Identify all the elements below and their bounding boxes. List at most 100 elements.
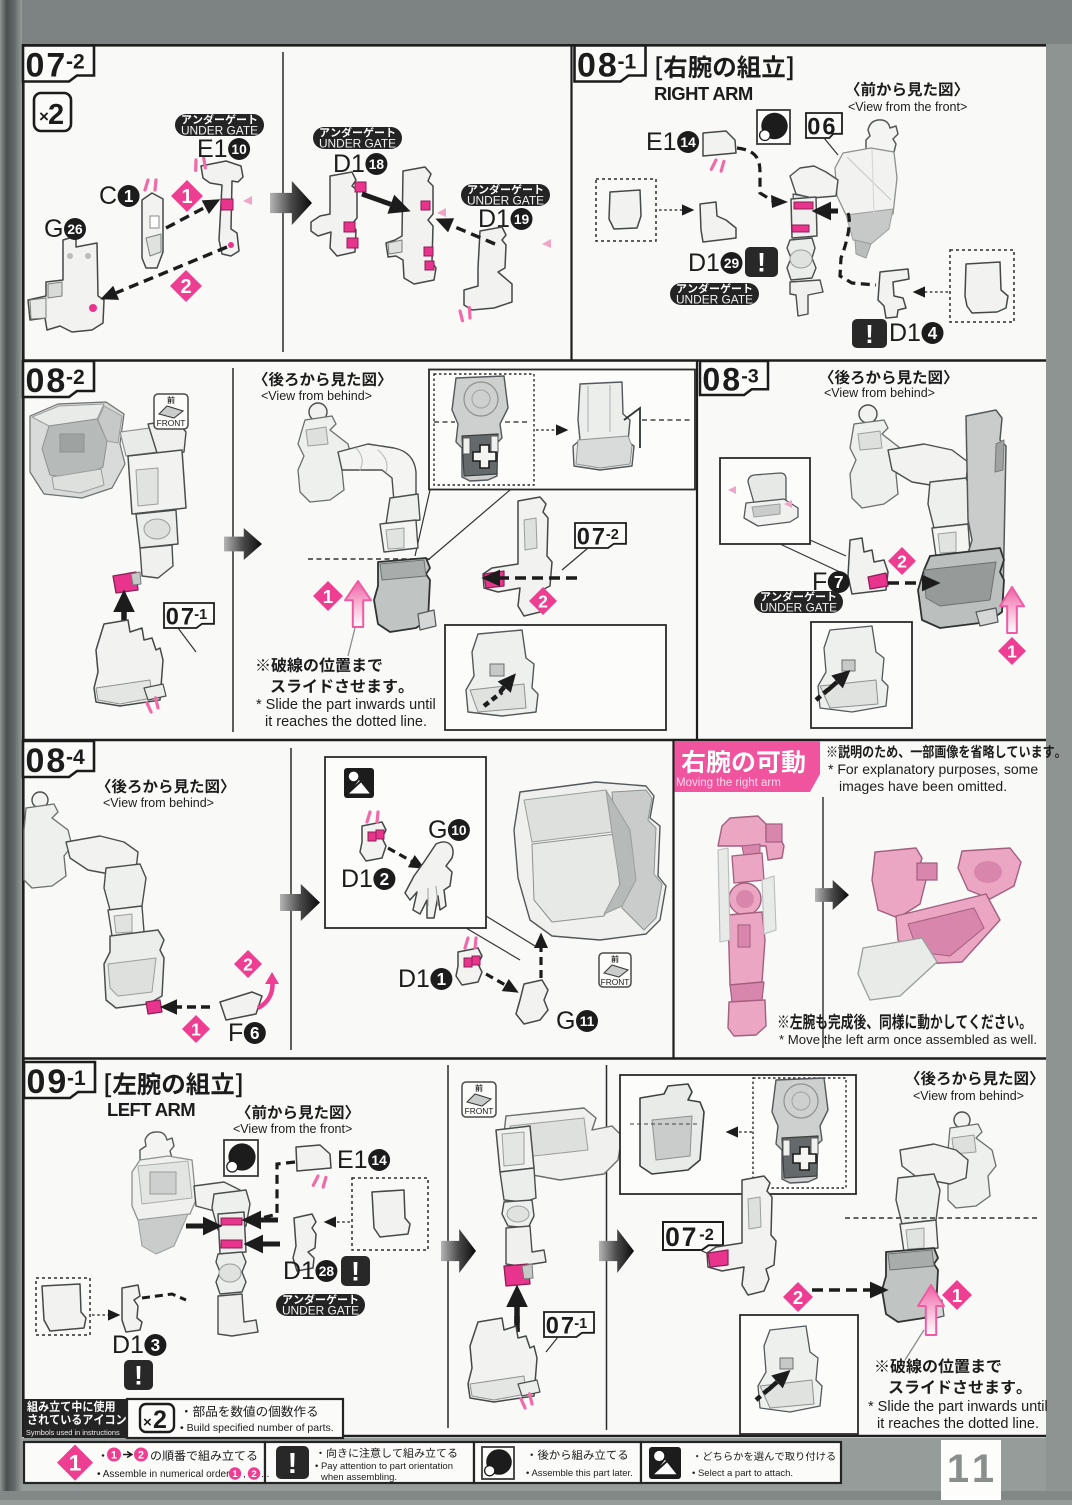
svg-text:RIGHT ARM: RIGHT ARM	[654, 83, 753, 104]
svg-text:2: 2	[897, 551, 907, 571]
svg-text:D1: D1	[889, 319, 921, 347]
svg-text:Symbols used in instructions: Symbols used in instructions	[26, 1428, 120, 1437]
svg-text:FRONT: FRONT	[465, 1106, 494, 1116]
svg-text:D1: D1	[112, 1331, 144, 1359]
svg-text:-1: -1	[574, 1316, 587, 1332]
svg-text:E1: E1	[197, 135, 228, 163]
svg-text:C: C	[99, 182, 117, 210]
svg-text:<View from behind>: <View from behind>	[103, 796, 214, 810]
svg-text:!: !	[288, 1448, 298, 1480]
svg-text:08: 08	[26, 362, 68, 400]
svg-text:UNDER GATE: UNDER GATE	[676, 293, 753, 307]
svg-text:×: ×	[39, 107, 49, 126]
svg-text:07: 07	[577, 525, 607, 551]
svg-text:,: ,	[243, 1469, 246, 1480]
svg-text:29: 29	[724, 256, 740, 271]
svg-text:07: 07	[665, 1222, 698, 1252]
svg-text:!: !	[134, 1361, 143, 1391]
svg-text:D1: D1	[398, 965, 430, 993]
svg-text:UNDER GATE: UNDER GATE	[467, 194, 544, 208]
svg-text:2: 2	[793, 1287, 803, 1308]
svg-text:<View from the front>: <View from the front>	[848, 100, 967, 114]
svg-text:18: 18	[369, 157, 385, 172]
svg-text:it reaches the dotted line.: it reaches the dotted line.	[877, 1416, 1039, 1432]
svg-text:11: 11	[580, 1014, 595, 1029]
svg-text:• Pay attention to part orient: • Pay attention to part orientation	[315, 1461, 453, 1472]
svg-text:* Slide the part inwards until: * Slide the part inwards until	[256, 697, 436, 713]
svg-text:E1: E1	[337, 1146, 368, 1174]
svg-text:08: 08	[577, 47, 619, 85]
svg-text:D1: D1	[283, 1257, 315, 1285]
svg-text:1: 1	[972, 1447, 994, 1491]
svg-text:<View from the front>: <View from the front>	[233, 1122, 352, 1136]
svg-text:F: F	[228, 1019, 243, 1047]
svg-text:1: 1	[323, 586, 333, 607]
svg-text:UNDER GATE: UNDER GATE	[181, 124, 258, 138]
svg-text:-1: -1	[618, 51, 637, 74]
svg-text:3: 3	[151, 1336, 161, 1355]
svg-text:!: !	[865, 321, 874, 349]
svg-text:2: 2	[138, 1449, 144, 1461]
svg-text:07: 07	[166, 605, 196, 631]
svg-text:D1: D1	[341, 865, 373, 893]
svg-text:!: !	[351, 1257, 360, 1287]
svg-text:2: 2	[538, 591, 548, 611]
svg-text:• Assemble in numerical order: • Assemble in numerical order	[97, 1469, 230, 1480]
svg-text:• Assemble this part later.: • Assemble this part later.	[526, 1468, 633, 1479]
svg-text:10: 10	[451, 823, 467, 838]
svg-text:14: 14	[371, 1153, 387, 1168]
svg-text:1: 1	[1007, 641, 1017, 661]
svg-text:09: 09	[27, 1063, 69, 1101]
svg-text:06: 06	[807, 115, 837, 141]
svg-text:G: G	[428, 816, 447, 844]
svg-text:2: 2	[251, 1469, 256, 1480]
svg-text:7: 7	[834, 573, 844, 592]
svg-text:07: 07	[26, 47, 68, 85]
svg-text:* Move the left arm once assem: * Move the left arm once assembled as we…	[779, 1032, 1037, 1047]
svg-text:1: 1	[437, 970, 447, 989]
svg-text:G: G	[556, 1007, 575, 1035]
svg-text:it reaches the dotted line.: it reaches the dotted line.	[265, 714, 427, 730]
svg-text:UNDER GATE: UNDER GATE	[760, 601, 837, 615]
svg-text:images have been omitted.: images have been omitted.	[839, 778, 1007, 794]
svg-text:1: 1	[191, 1019, 201, 1039]
svg-text:-2: -2	[66, 366, 85, 389]
svg-text:-2: -2	[606, 527, 619, 543]
svg-text:• Build specified number of pa: • Build specified number of parts.	[180, 1422, 334, 1434]
svg-text:19: 19	[514, 212, 530, 227]
svg-text:* Slide the part inwards until: * Slide the part inwards until	[868, 1399, 1048, 1415]
svg-text:×: ×	[143, 1414, 152, 1431]
svg-text:D1: D1	[688, 249, 720, 277]
svg-text:LEFT ARM: LEFT ARM	[107, 1099, 195, 1120]
svg-text:10: 10	[231, 142, 247, 157]
svg-text:<View from behind>: <View from behind>	[824, 386, 935, 400]
svg-text:G: G	[44, 215, 63, 243]
svg-text:Moving the right arm: Moving the right arm	[676, 777, 781, 789]
svg-text:FRONT: FRONT	[601, 977, 630, 987]
svg-text:F: F	[812, 568, 827, 596]
svg-text:-2: -2	[699, 1226, 713, 1244]
svg-text:-1: -1	[67, 1067, 86, 1090]
svg-text:<View from behind>: <View from behind>	[261, 389, 372, 403]
svg-text:1: 1	[181, 186, 192, 208]
svg-text:FRONT: FRONT	[157, 418, 186, 428]
svg-text:UNDER GATE: UNDER GATE	[319, 137, 396, 151]
svg-text:2: 2	[180, 276, 191, 298]
svg-text:2: 2	[48, 99, 64, 131]
svg-text:26: 26	[67, 222, 83, 237]
svg-text:2: 2	[380, 870, 390, 889]
svg-text:-4: -4	[66, 746, 85, 769]
svg-text:* For explanatory purposes, so: * For explanatory purposes, some	[828, 761, 1038, 777]
svg-text:1: 1	[232, 1469, 238, 1480]
svg-text:...: ...	[261, 1469, 269, 1480]
svg-text:6: 6	[250, 1024, 260, 1043]
svg-text:!: !	[757, 248, 766, 278]
svg-text:-1: -1	[194, 607, 207, 623]
svg-text:<View from behind>: <View from behind>	[913, 1089, 1024, 1103]
svg-text:14: 14	[680, 135, 696, 150]
svg-text:07: 07	[546, 1314, 576, 1340]
svg-text:4: 4	[928, 324, 938, 343]
svg-text:1: 1	[69, 1451, 82, 1476]
svg-text:08: 08	[26, 742, 68, 780]
svg-text:28: 28	[319, 1264, 335, 1279]
